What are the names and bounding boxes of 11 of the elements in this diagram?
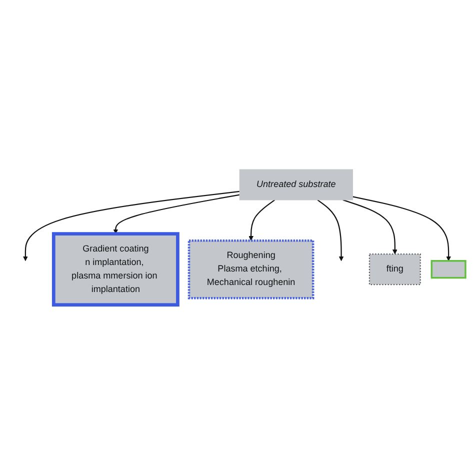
node-box: Untreated substrate xyxy=(239,169,353,200)
arrow xyxy=(342,199,398,254)
arrow xyxy=(22,190,240,261)
node-box xyxy=(430,260,466,278)
arrow xyxy=(317,199,344,261)
arrow xyxy=(113,194,240,234)
arrow xyxy=(352,196,452,261)
node-box: Roughening Plasma etching, Mechanical roughenin xyxy=(188,239,314,300)
node-box: Gradient coating n implantation, plasma mmersion ion implantation xyxy=(52,232,180,306)
arrow xyxy=(248,199,276,241)
node-box: fting xyxy=(368,253,421,285)
